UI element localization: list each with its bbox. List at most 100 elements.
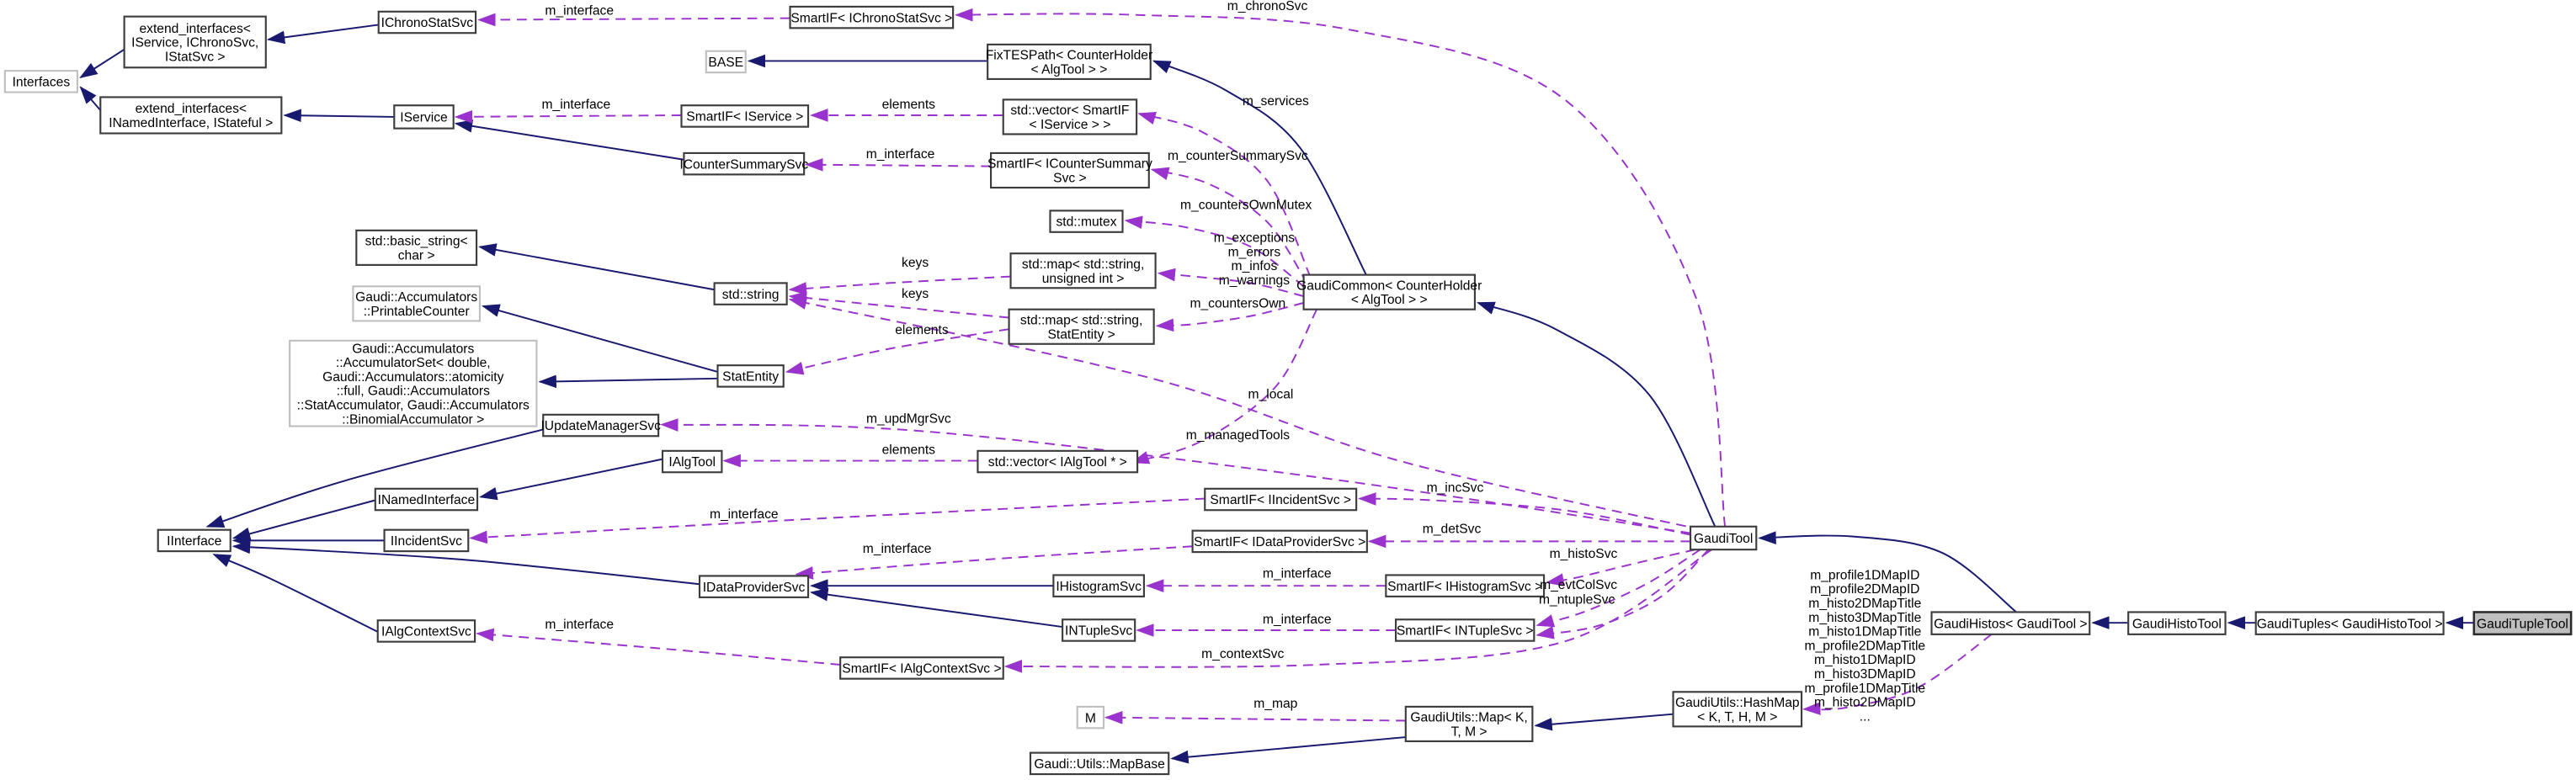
node-label-ext_named: INamedInterface, IStateful >	[109, 116, 273, 130]
node-box-map_stat[interactable]	[1008, 308, 1155, 345]
node-box-ichronostatsvc[interactable]	[377, 10, 477, 34]
node-label-basicstring: std::basic_string<	[365, 235, 468, 249]
node-label-gaudicommon: GaudiCommon< CounterHolder	[1296, 279, 1482, 293]
edge-inamedinterface-to-iinterface	[232, 499, 376, 540]
edge-map_stat-to-statentity	[785, 328, 1009, 375]
node-box-icountersummarysvc[interactable]	[683, 151, 806, 176]
node-label-smartif_intuple: SmartIF< INTupleSvc >	[1397, 624, 1534, 639]
node-box-fixtespath[interactable]	[987, 43, 1152, 81]
node-label-smartif_iincident: SmartIF< IIncidentSvc >	[1210, 493, 1351, 507]
node-box-vec_iservice[interactable]	[1002, 98, 1138, 135]
node-iincidentsvc: IIncidentSvc	[383, 528, 470, 553]
node-box-stdstring[interactable]	[713, 282, 788, 305]
node-box-smartif_idataprovider[interactable]	[1191, 529, 1368, 554]
edge-ialgtool-to-inamedinterface	[479, 458, 663, 501]
edge-label-gaudicommon-to-map_uint: m_infos	[1232, 259, 1278, 273]
edge-label-smartif_iservice-to-iservice: m_interface	[542, 98, 611, 112]
node-box-iservice[interactable]	[393, 104, 455, 130]
edge-gauditool-to-stdstring	[788, 296, 1702, 531]
node-box-smartif_intuple[interactable]	[1394, 618, 1535, 642]
edge-stdstring-to-basicstring	[478, 243, 715, 291]
node-label-inamedinterface: INamedInterface	[378, 493, 476, 507]
node-fixtespath: FixTESPath< CounterHolder< AlgTool > >	[986, 43, 1152, 81]
node-box-ext_named[interactable]	[99, 96, 283, 135]
node-label-map_uint: unsigned int >	[1042, 272, 1125, 286]
node-box-ext_svc[interactable]	[123, 15, 267, 69]
node-label-gauditupletool: GaudiTupleTool	[2477, 617, 2568, 631]
node-box-smartif_chrono[interactable]	[789, 5, 955, 29]
node-label-smartif_chrono: SmartIF< IChronoStatSvc >	[790, 11, 952, 25]
node-box-iupdatemgrsvc[interactable]	[542, 413, 660, 438]
node-box-statentity[interactable]	[716, 364, 785, 388]
edge-label-gaudihistos-to-hashmap: m_profile2DMapID	[1810, 582, 1919, 597]
edge-label-smartif_icountersummary-to-icountersummarysvc: m_interface	[866, 147, 935, 162]
node-box-gaudihistotool[interactable]	[2127, 611, 2227, 635]
edge-label-gaudihistos-to-hashmap: m_profile1DMapTitle	[1805, 682, 1926, 696]
edge-ichronostatsvc-to-ext_svc	[266, 24, 379, 45]
edge-gaudicommon-to-vec_iservice	[1137, 111, 1312, 277]
node-box-ihistogramsvc[interactable]	[1052, 574, 1145, 597]
node-box-smartif_ihistogram[interactable]	[1385, 574, 1546, 597]
edge-label-gaudihistos-to-hashmap: m_profile2DMapTitle	[1805, 639, 1926, 653]
node-printablecounter: Gaudi::Accumulators::PrintableCounter	[352, 285, 482, 322]
edge-icountersummarysvc-to-iservice	[454, 119, 684, 161]
node-box-smartif_ialgcontext[interactable]	[839, 656, 1004, 680]
node-label-fixtespath: FixTESPath< CounterHolder	[986, 49, 1152, 63]
edge-smartif_iservice-to-iservice	[454, 109, 682, 124]
node-box-gaudihistos[interactable]	[1930, 611, 2091, 635]
edge-label-gaudihistos-to-hashmap: m_profile1DMapID	[1810, 568, 1919, 582]
edge-label-smartif_intuple-to-intuplesvc: m_interface	[1263, 613, 1332, 627]
edge-label-gaudicommon-to-map_uint: m_warnings	[1219, 273, 1290, 288]
edge-label-gauditool-to-iupdatemgrsvc: m_updMgrSvc	[866, 412, 951, 427]
node-box-hashmap[interactable]	[1672, 691, 1803, 728]
edge-smartif_idataprovider-to-idataprovidersvc	[795, 545, 1193, 580]
node-label-accumulatorset: ::AccumulatorSet< double,	[336, 356, 491, 370]
node-label-gaudiutilsmap: GaudiUtils::Map< K,	[1410, 711, 1527, 725]
node-box-iincidentsvc[interactable]	[383, 528, 470, 553]
node-box-inamedinterface[interactable]	[374, 487, 479, 512]
node-box-basicstring[interactable]	[355, 229, 478, 266]
node-box-map_uint[interactable]	[1009, 252, 1157, 289]
edge-gaudicommon-to-vec_ialgtool	[1131, 309, 1318, 464]
node-label-icountersummarysvc: ICounterSummarySvc	[679, 157, 808, 172]
node-box-gaudituples[interactable]	[2254, 611, 2445, 635]
edge-statentity-to-printablecounter	[481, 304, 718, 373]
node-box-smartif_iservice[interactable]	[680, 104, 810, 128]
node-box-printablecounter	[352, 285, 482, 322]
node-map_stat: std::map< std::string,StatEntity >	[1008, 308, 1155, 345]
node-label-smartif_icountersummary: Svc >	[1053, 172, 1087, 186]
node-box-stdmutex[interactable]	[1049, 210, 1124, 233]
node-box-iinterface[interactable]	[157, 528, 232, 553]
node-box-gaudicommon[interactable]	[1302, 273, 1476, 310]
node-label-smartif_idataprovider: SmartIF< IDataProviderSvc >	[1194, 535, 1365, 549]
node-box-ialgtool[interactable]	[661, 449, 723, 474]
node-label-accumulatorset: Gaudi::Accumulators	[352, 342, 474, 356]
node-mapbase: Gaudi::Utils::MapBase	[1029, 751, 1170, 776]
node-label-gaudiutilsmap: T, M >	[1451, 724, 1488, 739]
node-box-gauditool[interactable]	[1689, 525, 1758, 551]
node-box-intuplesvc[interactable]	[1062, 618, 1136, 642]
node-box-ialgcontextsvc[interactable]	[376, 619, 476, 643]
edge-gaudicommon-to-fixtespath	[1152, 60, 1367, 276]
edge-gauditool-to-smartif_intuple-evtcol	[1535, 549, 1701, 628]
node-smartif_intuple: SmartIF< INTupleSvc >	[1394, 618, 1535, 642]
node-box-mapbase[interactable]	[1029, 751, 1170, 776]
node-smartif_iservice: SmartIF< IService >	[680, 104, 810, 128]
edge-label-vec_ialgtool-to-ialgtool: elements	[882, 443, 936, 458]
node-box-vec_ialgtool[interactable]	[977, 449, 1139, 474]
node-box-smartif_icountersummary[interactable]	[989, 151, 1150, 189]
node-box-smartif_iincident[interactable]	[1204, 487, 1358, 512]
edge-gaudihistos-to-gauditool	[1758, 531, 2017, 613]
node-box-gaudiutilsmap[interactable]	[1404, 705, 1534, 743]
edge-label-gaudicommon-to-map_stat: m_countersOwn	[1190, 297, 1285, 311]
node-base: BASE	[705, 50, 747, 74]
edge-iservice-to-ext_named	[283, 109, 395, 123]
node-ichronostatsvc: IChronoStatSvc	[377, 10, 477, 34]
node-label-ext_svc: IService, IChronoSvc,	[131, 36, 258, 50]
node-idataprovidersvc: IDataProviderSvc	[698, 575, 810, 598]
node-label-ichronostatsvc: IChronoStatSvc	[381, 16, 474, 30]
edge-gauditool-to-smartif_ialgcontext	[1003, 549, 1712, 673]
node-label-m_box: M	[1085, 711, 1096, 725]
node-box-idataprovidersvc[interactable]	[698, 575, 810, 598]
